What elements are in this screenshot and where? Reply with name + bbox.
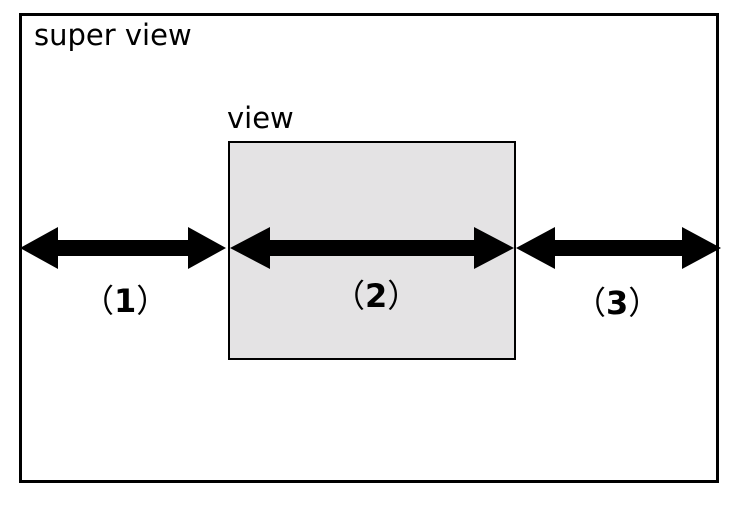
superview-label: super view [34, 18, 192, 52]
measure-label-2: （2） [333, 277, 420, 315]
view-label: view [227, 101, 294, 135]
arrow-3 [516, 227, 721, 269]
measure-label-3: （3） [574, 284, 661, 322]
arrow-2 [230, 227, 514, 269]
arrow-1 [20, 227, 226, 269]
measure-label-1: （1） [82, 282, 169, 320]
